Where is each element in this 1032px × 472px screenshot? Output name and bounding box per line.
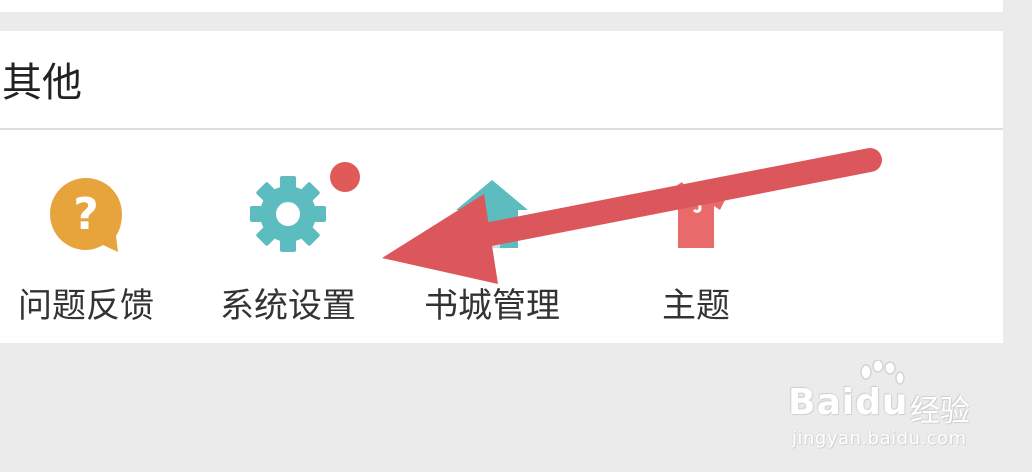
feedback-label: 问题反馈 (18, 286, 154, 326)
theme-item[interactable]: 主题 (596, 160, 796, 330)
section-title: 其他 (2, 60, 82, 106)
bookstore-management-item[interactable]: 书城管理 (392, 160, 592, 330)
question-bubble-icon: ? (50, 178, 122, 252)
previous-section-card (0, 0, 1003, 12)
house-icon (456, 180, 528, 248)
baidu-jingyan-watermark: Baidu 经验 jingyan.baidu.com (788, 360, 988, 460)
watermark-url: jingyan.baidu.com (792, 428, 967, 449)
watermark-brand: Baidu (788, 382, 909, 423)
system-settings-label: 系统设置 (220, 286, 356, 326)
notification-dot (330, 162, 360, 192)
section-divider (0, 128, 1003, 130)
theme-label: 主题 (662, 286, 730, 326)
paw-logo-icon (860, 360, 905, 385)
gear-icon (250, 176, 326, 252)
watermark-suffix: 经验 (910, 394, 970, 429)
tshirt-icon (664, 182, 728, 248)
svg-text:?: ? (73, 189, 99, 240)
bookstore-management-label: 书城管理 (424, 286, 560, 326)
feedback-item[interactable]: ? 问题反馈 (0, 160, 186, 330)
system-settings-item[interactable]: 系统设置 (188, 160, 388, 330)
